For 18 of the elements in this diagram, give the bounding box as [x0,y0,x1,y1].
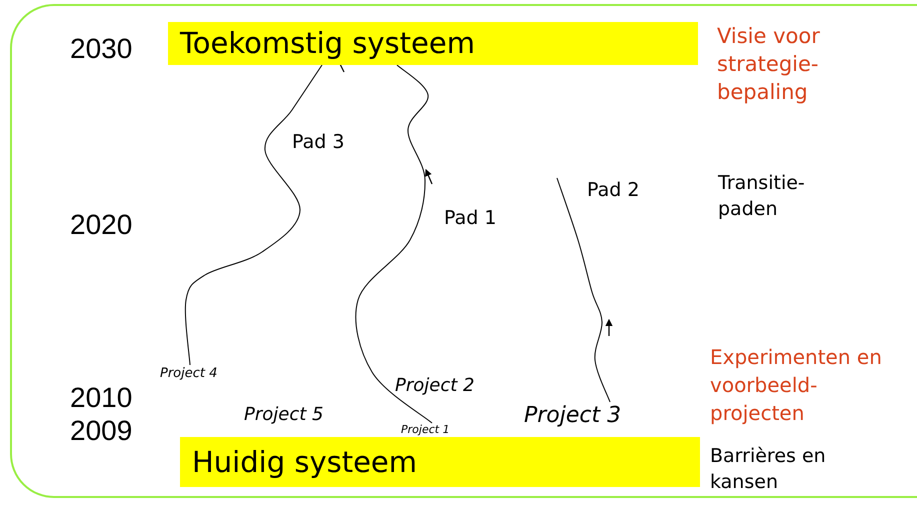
future-system-box: Toekomstig systeem [168,22,698,65]
year-label: 2010 [70,381,134,415]
project-label: Project 5 [244,403,344,427]
current-system-box: Huidig systeem [180,437,700,487]
project-label: Project 1 [401,423,465,437]
year-label: 2030 [70,32,134,66]
year-label: 2020 [70,208,134,242]
pathways-note: Transitie-paden [718,171,806,222]
barriers-note: Barrières en kansen [710,444,827,495]
project-label: Project 2 [395,374,495,398]
transition-path-line [355,64,432,424]
year-label: 2009 [70,414,134,448]
experiments-note: Experimenten en voorbeeld-projecten [710,344,883,427]
transition-path-line [556,178,610,402]
vision-note: Visie voor strategie-bepaling [717,23,821,106]
project-label: Project 4 [160,365,236,382]
project-label: Project 3 [524,402,646,430]
transition-path-line [184,64,322,366]
